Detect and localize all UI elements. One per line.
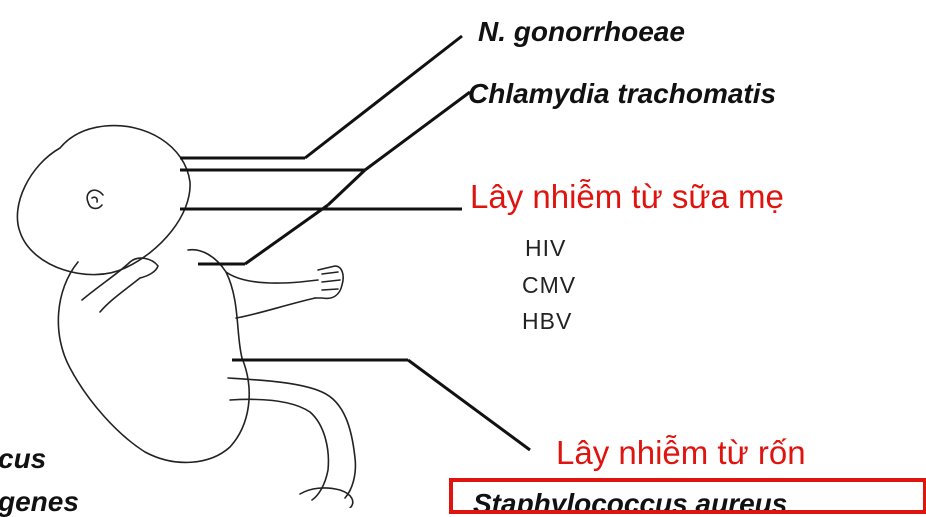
staphylococcus-box: Staphylococcus aureus xyxy=(449,478,926,514)
infant-leg-lower xyxy=(230,399,328,500)
label-cut-left-1: cus xyxy=(0,445,46,473)
label-umbilical-route: Lây nhiễm từ rốn xyxy=(556,436,806,469)
line-chest xyxy=(245,205,328,264)
infant-arm-right xyxy=(226,272,318,318)
label-virus-cmv: CMV xyxy=(522,274,576,297)
line-gonorrhoeae xyxy=(305,36,462,158)
label-staphylococcus-aureus: Staphylococcus aureus xyxy=(473,490,787,514)
infant-ear xyxy=(87,190,103,208)
label-virus-hbv: HBV xyxy=(522,310,572,333)
label-virus-hiv: HIV xyxy=(525,237,566,260)
label-n-gonorrhoeae: N. gonorrhoeae xyxy=(478,18,685,46)
label-chlamydia-trachomatis: Chlamydia trachomatis xyxy=(468,80,776,108)
infant-fist xyxy=(315,266,343,298)
infant-drawing xyxy=(17,126,355,508)
line-chlamydia-upper xyxy=(365,92,470,170)
infant-head xyxy=(17,126,190,275)
line-umbilical xyxy=(408,360,530,450)
infant-body xyxy=(58,250,249,463)
label-breast-milk-route: Lây nhiễm từ sữa mẹ xyxy=(470,180,784,213)
infant-arm-left xyxy=(82,258,158,312)
label-cut-left-2: genes xyxy=(0,488,79,516)
line-chlamydia-dash xyxy=(328,170,365,205)
infant-leg-upper xyxy=(228,378,355,498)
